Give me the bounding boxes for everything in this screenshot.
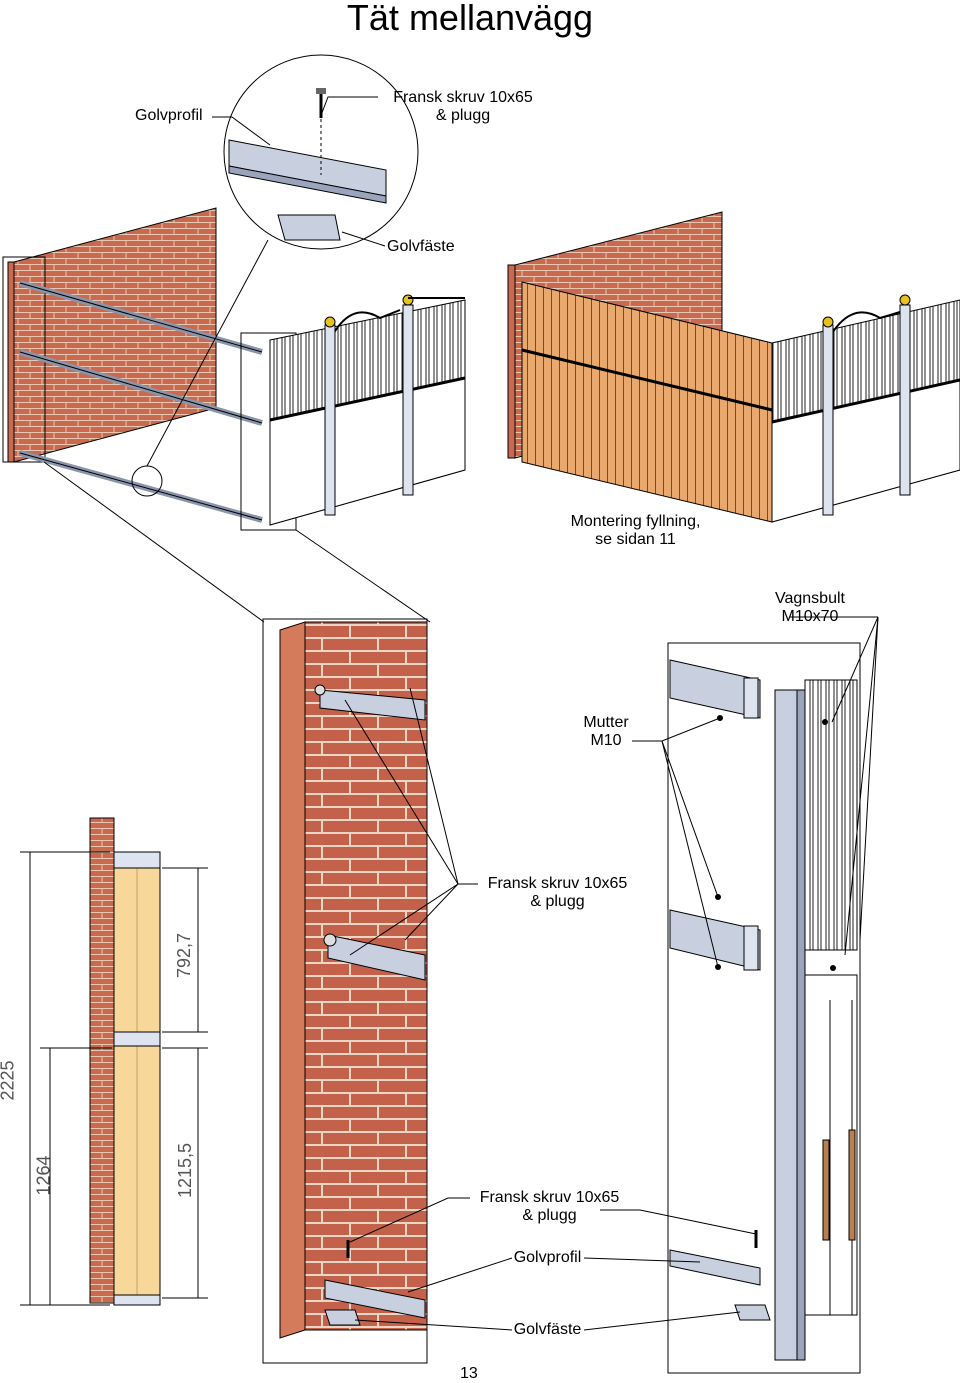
label-montering-line1: Montering fyllning, [570,513,701,530]
label-golvfaste-top: Golvfäste [387,238,455,255]
dimension-lower-right: 1215,5 [175,1142,196,1199]
label-mutter-line2: M10 [590,732,622,749]
post [774,689,798,1361]
label-plugg-top: & plugg [435,107,491,124]
label-vagnsbult-line1: Vagnsbult [775,590,845,607]
label-plugg-mid: & plugg [530,893,585,910]
dimension-lower-left: 1264 [33,1155,54,1196]
label-fransk-skruv-top: Fransk skruv 10x65 [393,89,533,106]
label-fransk-skruv-bottom: Fransk skruv 10x65 [479,1189,620,1206]
label-fransk-skruv-mid: Fransk skruv 10x65 [487,875,628,892]
label-golvprofil-top: Golvprofil [135,107,203,124]
dimension-total: 2225 [0,1060,18,1101]
dimension-upper-right: 792,7 [174,932,195,979]
label-plugg-bottom: & plugg [522,1207,577,1224]
label-vagnsbult-line2: M10x70 [781,608,839,625]
page-title: Tät mellanvägg [346,0,594,38]
label-golvprofil-bottom: Golvprofil [513,1249,582,1266]
leader-lines [212,96,879,1331]
top-left-assembly [2,54,466,623]
label-golvfaste-bottom: Golvfäste [513,1321,582,1338]
brick-wall-top-left [13,207,217,463]
top-right-assembly [507,211,960,523]
middle-wall-detail [262,618,428,1364]
side-elevation [20,817,208,1306]
label-montering-line2: se sidan 11 [595,531,676,548]
page-number: 13 [460,1365,478,1382]
label-mutter-line1: Mutter [583,714,629,731]
right-post-detail [667,642,861,1374]
